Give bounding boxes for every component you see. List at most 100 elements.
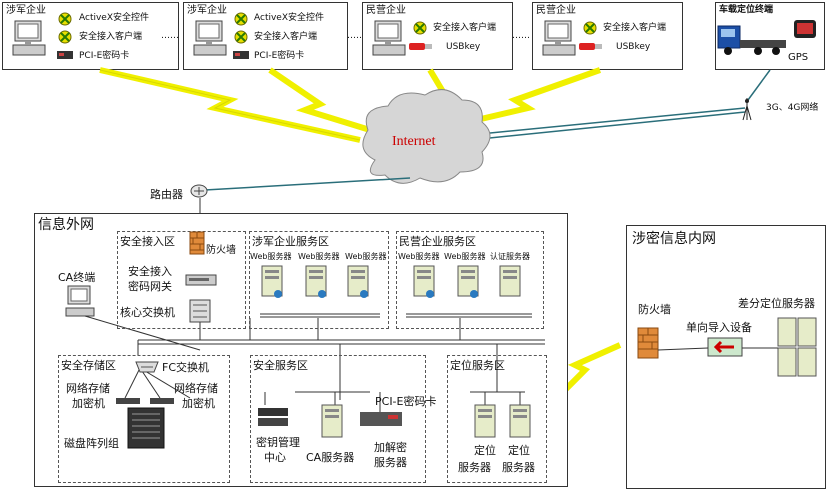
tool-icon [58,12,72,26]
military-service-zone [249,231,389,329]
tool-icon [234,12,248,26]
client-item: PCI-E密码卡 [254,51,305,61]
zone-bus [406,313,532,318]
client-box-private-2: 民营企业 安全接入客户端 USBkey [532,2,683,70]
server-label: 认证服务器 [490,252,530,261]
key-center-label: 中心 [264,451,286,464]
tool-icon [583,21,597,35]
lightning-bolt [99,69,361,141]
client-box-military-1: 涉军企业 ActiveX安全控件 安全接入客户端 PCI-E密码卡 [2,2,179,70]
lightning-bolt [268,67,371,133]
server-label: Web服务器 [398,252,440,261]
internet-label: Internet [392,134,436,149]
computer-icon [65,285,95,317]
server-icon [499,265,521,297]
truck-icon [717,25,786,55]
server-icon [347,265,369,298]
server-icon [413,265,435,298]
ellipsis: …… [161,31,179,41]
encryptor-label: 网络存储 [174,382,218,395]
diff-server-label: 差分定位服务器 [738,297,815,310]
computer-icon [372,20,406,56]
computer-icon [542,20,576,56]
client-item: ActiveX安全控件 [254,13,325,23]
ca-terminal-label: CA终端 [58,271,96,284]
disk-array-icon [127,407,165,449]
gateway-icon [185,274,217,286]
firewall-icon [637,327,659,359]
encryptor-label: 网络存储 [66,382,110,395]
server-label: Web服务器 [250,252,292,261]
ellipsis: …… [347,31,365,41]
client-box-private-1: 民营企业 安全接入客户端 USBkey [362,2,513,70]
inner-firewall-label: 防火墙 [638,303,671,316]
router-label: 路由器 [150,188,183,201]
access-zone [117,231,246,329]
encryptor-label: 加密机 [72,397,105,410]
crypto-label: 加解密 [374,441,407,454]
server-icon [305,265,327,298]
server-icon [457,265,479,298]
client-title: 民营企业 [366,5,406,16]
firewall-label: 防火墙 [206,245,236,256]
server-label: Web服务器 [444,252,486,261]
location-server-label: 服务器 [502,461,535,474]
computer-icon [12,20,46,56]
server-label: Web服务器 [345,252,387,261]
gps-label: GPS [788,52,809,63]
outer-network-title: 信息外网 [38,217,94,233]
ca-server-label: CA服务器 [306,451,355,464]
usb-key-icon [409,43,432,50]
diff-server-icon [777,317,817,377]
internet-cloud [362,89,491,184]
client-item: USBkey [616,42,651,52]
fc-switch-icon [135,361,159,373]
client-item: 安全接入客户端 [79,32,143,42]
service-zone-title: 安全服务区 [253,359,308,372]
gateway-label: 密码网关 [128,280,172,293]
server-icon [321,404,343,438]
security-service-zone [250,355,426,483]
oneway-device-icon [707,337,743,357]
link-line [747,69,771,101]
zone-bus [260,313,380,318]
usb-key-icon [579,43,602,50]
vehicle-title: 车载定位终端 [719,5,774,15]
card-icon [57,51,73,59]
fc-switch-label: FC交换机 [162,361,210,374]
inner-network-title: 涉密信息内网 [632,231,716,247]
client-item: ActiveX安全控件 [79,13,150,23]
server-label: Web服务器 [298,252,340,261]
core-switch-label: 核心交换机 [120,306,175,319]
vehicle-terminal-box: 车载定位终端 GPS [715,2,825,70]
core-switch-icon [189,299,211,323]
key-center-icon [258,408,288,426]
oneway-device-label: 单向导入设备 [686,321,752,334]
computer-icon [193,20,227,56]
location-service-zone [447,355,547,483]
encryptor-icon [150,398,174,404]
server-icon [261,265,283,298]
server-icon [509,404,531,438]
outer-network-box [34,213,568,487]
network-label: 3G、4G网络 [766,103,819,113]
lightning-bolt [454,67,601,128]
link-line [469,107,746,136]
private-service-zone [396,231,544,329]
location-server-label: 定位 [508,444,530,457]
client-item: 安全接入客户端 [433,23,497,33]
gateway-label: 安全接入 [128,265,172,278]
client-title: 涉军企业 [6,5,46,16]
crypto-label: 服务器 [374,456,407,469]
link-line [469,111,746,141]
client-item: 安全接入客户端 [603,23,667,33]
key-center-label: 密钥管理 [256,436,300,449]
pcie-label: PCI-E密码卡 [375,395,437,408]
storage-zone [58,355,230,483]
client-title: 涉军企业 [187,5,227,16]
tool-icon [58,30,72,44]
disk-array-label: 磁盘阵列组 [64,437,119,450]
encryptor-label: 加密机 [182,397,215,410]
